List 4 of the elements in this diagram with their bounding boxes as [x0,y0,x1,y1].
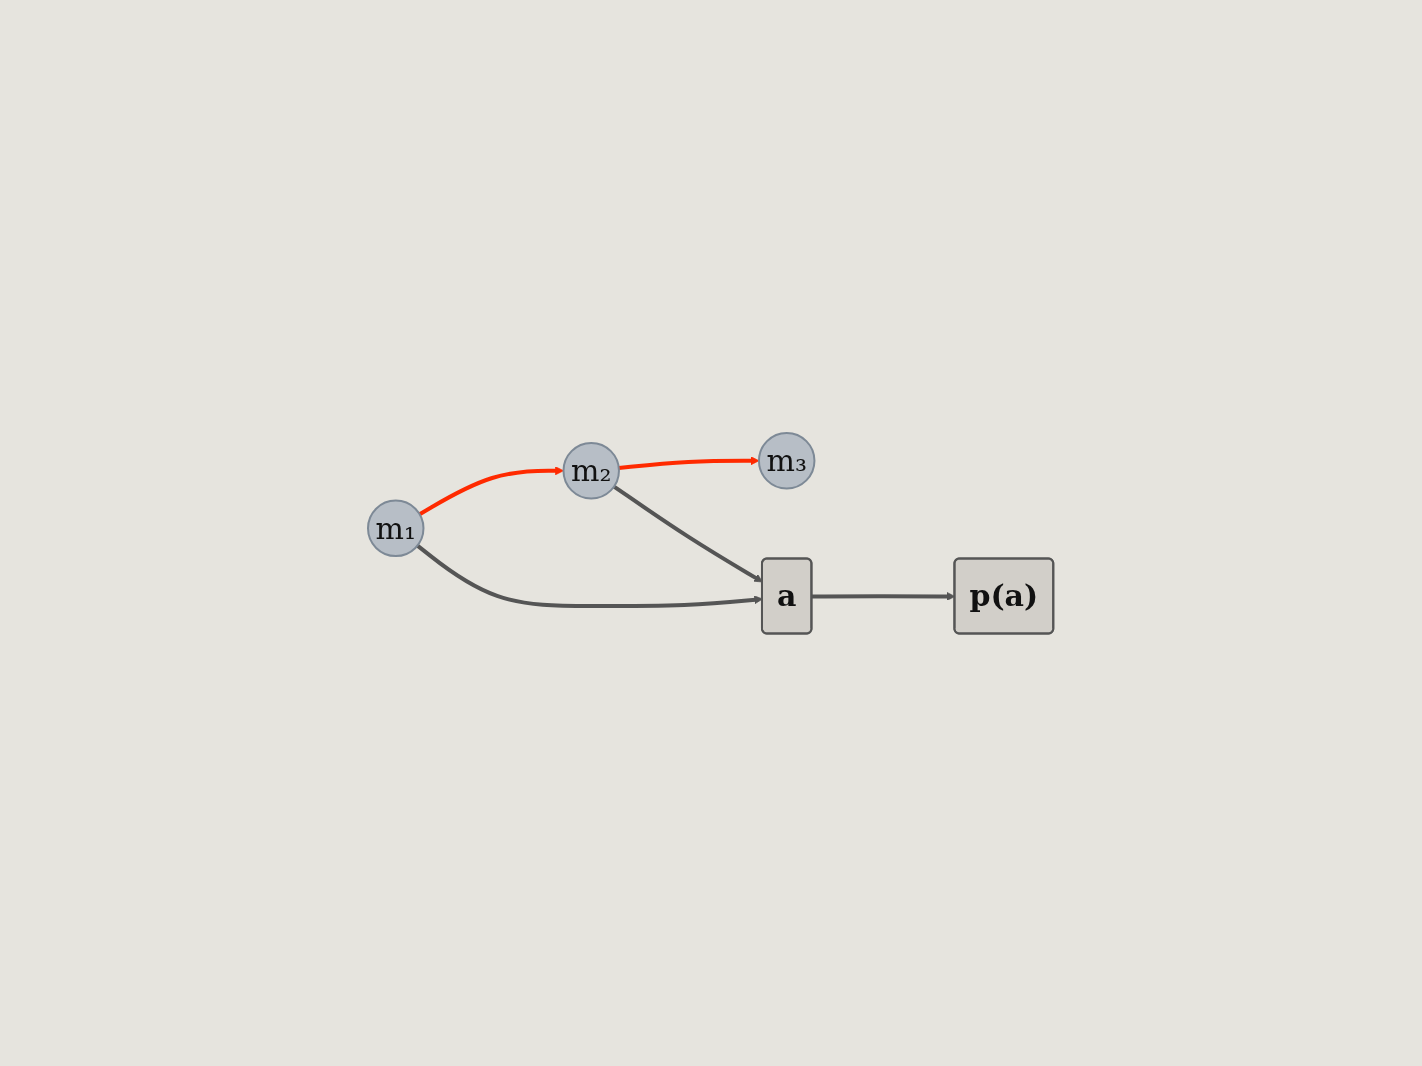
node-circle: m₁ [367,499,425,557]
node-circle: m₃ [758,431,816,490]
node-circle: m₂ [562,441,621,500]
arrow [618,456,760,470]
